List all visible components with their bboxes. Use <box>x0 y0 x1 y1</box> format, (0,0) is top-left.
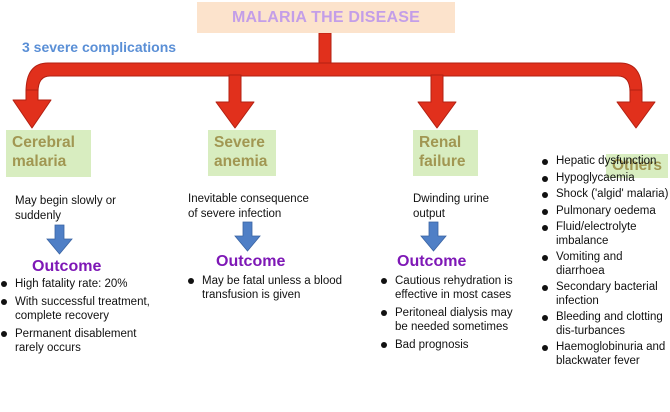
cerebral-malaria-label: Cerebral malaria <box>12 134 75 170</box>
list-item: High fatality rate: 20% <box>0 277 165 291</box>
list-item: Bad prognosis <box>380 338 520 352</box>
diagram-title: MALARIA THE DISEASE <box>231 8 421 26</box>
cerebral-outcome-list: High fatality rate: 20% With successful … <box>0 277 165 359</box>
renal-description: Dwinding urine output <box>413 193 490 220</box>
anemia-outcome-heading: Outcome <box>216 253 286 270</box>
list-item: Vomiting and diarrhoea <box>541 251 669 278</box>
list-item: Shock ('algid' malaria) <box>541 188 669 202</box>
red-arrow-cerebral <box>12 89 52 129</box>
title-box: MALARIA THE DISEASE <box>197 2 455 33</box>
list-item: Bleeding and clotting dis-turbances <box>541 311 669 338</box>
red-arrow-anemia <box>215 74 255 129</box>
renal-outcome-heading: Outcome <box>397 253 467 270</box>
severe-anemia-label: Severe anemia <box>214 134 268 170</box>
list-item: Hypoglycaemia <box>541 172 669 186</box>
list-item: Secondary bacterial infection <box>541 281 669 308</box>
cerebral-outcome-heading: Outcome <box>32 258 102 275</box>
list-item: May be fatal unless a blood transfusion … <box>187 274 352 302</box>
others-list: Hepatic dysfunction Hypoglycaemia Shock … <box>541 155 669 368</box>
cerebral-malaria-box: Cerebral malaria <box>6 130 91 177</box>
list-item: Fluid/electrolyte imbalance <box>541 221 669 248</box>
red-arrow-renal <box>417 74 457 129</box>
list-item: Pulmonary oedema <box>541 205 669 219</box>
blue-arrow-renal <box>420 221 447 252</box>
severe-complications-label: 3 severe complications <box>22 39 177 55</box>
cerebral-description: May begin slowly or suddenly <box>15 195 116 222</box>
list-item: Permanent disablement rarely occurs <box>0 327 165 355</box>
renal-failure-label: Renal failure <box>419 134 466 170</box>
blue-arrow-cerebral <box>46 224 73 255</box>
others-box: Others <box>606 154 668 178</box>
list-item: With successful treatment, complete reco… <box>0 295 165 323</box>
red-branch-bar <box>25 62 643 93</box>
blue-arrow-anemia <box>234 221 261 252</box>
others-label: Others <box>612 157 662 174</box>
list-item: Haemoglobinuria and blackwater fever <box>541 341 669 368</box>
list-item: Peritoneal dialysis may be needed someti… <box>380 306 520 334</box>
renal-outcome-list: Cautious rehydration is effective in mos… <box>380 274 520 356</box>
anemia-description: Inevitable consequence of severe infecti… <box>188 193 309 220</box>
red-arrow-others <box>616 89 656 129</box>
renal-failure-box: Renal failure <box>413 130 478 176</box>
anemia-outcome-list: May be fatal unless a blood transfusion … <box>187 274 352 306</box>
title-stem <box>318 32 332 64</box>
severe-anemia-box: Severe anemia <box>208 130 276 176</box>
list-item: Hepatic dysfunction <box>541 155 669 169</box>
list-item: Cautious rehydration is effective in mos… <box>380 274 520 302</box>
